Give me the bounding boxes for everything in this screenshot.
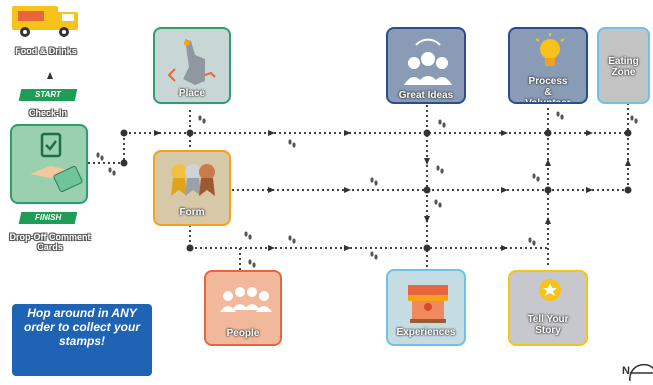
- station-form[interactable]: Form: [153, 150, 231, 226]
- people-icon: [220, 287, 272, 312]
- station-experiences[interactable]: Experiences: [386, 269, 466, 346]
- check-in-dropoff-box: [10, 124, 88, 204]
- check-in-icon: [40, 132, 62, 158]
- junction-dots: [120, 129, 632, 252]
- check-in-label: Check-In: [28, 108, 67, 118]
- compass-n-label: N: [622, 365, 630, 377]
- finish-ribbon: FINISH: [18, 212, 78, 224]
- station-eating-zone[interactable]: Eating Zone: [597, 27, 650, 104]
- station-great-ideas[interactable]: Great Ideas: [386, 27, 466, 104]
- station-process-volunteer[interactable]: Process & Volunteer: [508, 27, 588, 104]
- station-people[interactable]: People: [204, 270, 282, 346]
- star-icon: [539, 279, 561, 301]
- station-tell-your-story-label: Tell Your Story: [527, 314, 569, 336]
- station-place-label: Place: [178, 88, 206, 99]
- compass-arc: [629, 363, 653, 382]
- food-truck-icon: [12, 6, 78, 37]
- station-form-label: Form: [179, 207, 205, 218]
- market-stall-icon: [408, 285, 448, 323]
- station-eating-zone-label: Eating Zone: [608, 56, 639, 78]
- drop-off-label: Drop-Off Comment Cards: [9, 232, 91, 252]
- station-experiences-label: Experiences: [396, 327, 456, 338]
- start-label: START: [35, 90, 61, 99]
- station-place[interactable]: Place: [153, 27, 231, 104]
- map-route-icon: [167, 39, 216, 85]
- station-people-label: People: [226, 328, 260, 339]
- food-drinks-label: Food & Drinks: [15, 46, 77, 56]
- station-great-ideas-label: Great Ideas: [398, 90, 454, 101]
- great-ideas-people-icon: [404, 38, 452, 85]
- station-tell-your-story[interactable]: Tell Your Story: [508, 270, 588, 346]
- hop-around-note: Hop around in ANY order to collect your …: [12, 304, 152, 376]
- start-ribbon: START: [18, 89, 78, 101]
- station-process-volunteer-label: Process & Volunteer: [525, 76, 571, 104]
- dropoff-card-icon: [30, 165, 83, 193]
- ribbons-icon: [171, 164, 215, 196]
- lightbulb-icon: [535, 33, 565, 66]
- finish-label: FINISH: [34, 213, 62, 222]
